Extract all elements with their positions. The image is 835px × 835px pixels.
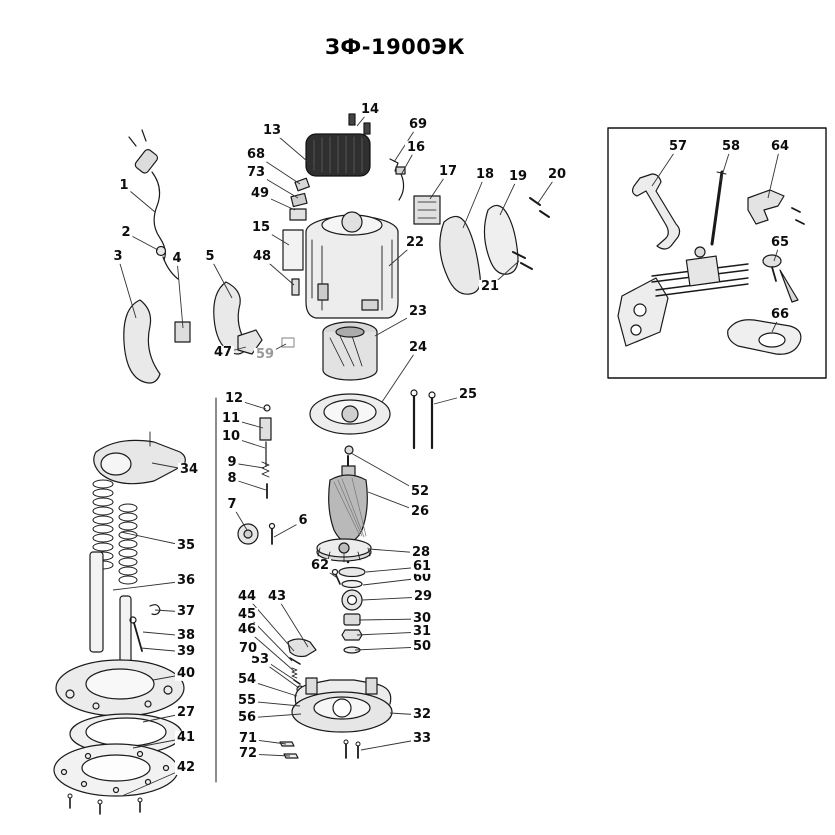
leader-line-53	[259, 659, 300, 689]
leader-line-19	[499, 176, 519, 216]
motor-base-art	[291, 677, 393, 733]
screws-42-art	[67, 793, 143, 815]
spindle-stack-art	[331, 566, 366, 654]
leader-line-4	[176, 258, 184, 329]
leader-line-33	[360, 738, 423, 751]
stator-art	[322, 321, 378, 381]
leader-line-44	[246, 596, 295, 652]
page-title: ЗФ-1900ЭК	[325, 35, 465, 59]
leader-line-38	[142, 631, 187, 637]
leader-line-11	[230, 418, 264, 429]
leader-line-61	[365, 566, 423, 573]
leader-line-59	[264, 343, 287, 356]
wrench-art	[631, 173, 681, 250]
leader-line-28	[368, 548, 422, 554]
leader-line-3	[117, 256, 137, 319]
leader-line-69	[393, 124, 419, 163]
screw-38-art	[129, 616, 143, 652]
window-48-art	[291, 278, 300, 296]
leader-line-8	[231, 478, 267, 491]
leader-line-7	[231, 504, 248, 531]
leader-line-49	[259, 193, 296, 211]
inset-box	[607, 127, 827, 379]
leader-line-62	[319, 565, 337, 578]
washer-52-art	[344, 445, 354, 455]
leader-line-32	[389, 712, 423, 716]
handle-18-art	[439, 215, 481, 295]
leader-line-20	[537, 174, 558, 204]
deflector-art	[93, 431, 186, 485]
screws-25-art	[410, 389, 436, 450]
armature-art	[328, 455, 368, 564]
motor-housing-art	[305, 211, 399, 319]
knob-65-art	[762, 254, 799, 303]
leader-line-54	[246, 679, 298, 697]
leader-line-24	[381, 347, 419, 403]
leader-line-39	[140, 647, 187, 653]
leader-line-60	[362, 577, 423, 586]
leader-line-64	[767, 146, 781, 199]
leader-line-46	[246, 629, 295, 672]
leader-line-9	[231, 462, 265, 469]
leader-line-25	[433, 394, 469, 405]
depth-stop-parts-art	[237, 404, 276, 545]
flag-59-art	[281, 337, 295, 348]
leader-line-2	[125, 232, 159, 251]
switch-art	[413, 195, 441, 225]
plate-66-art	[727, 319, 802, 355]
leader-line-6	[273, 520, 304, 538]
left-handle-art	[123, 299, 161, 384]
leader-line-50	[354, 646, 423, 651]
leader-line-1	[123, 185, 156, 213]
base-plate-art	[53, 743, 179, 797]
plunge-base-art	[55, 659, 185, 717]
leader-line-29	[361, 596, 424, 601]
leader-line-12	[233, 398, 267, 410]
leader-line-31	[356, 631, 423, 636]
bracket-64-art	[747, 189, 785, 225]
leader-line-36	[112, 580, 187, 591]
springs-art	[92, 479, 138, 585]
edge-guide-art	[617, 246, 749, 347]
column2-art	[119, 595, 132, 669]
leader-line-70	[247, 648, 297, 682]
rod-art	[710, 170, 724, 246]
leader-line-30	[358, 618, 423, 621]
brush-parts-art	[289, 177, 310, 221]
screws-33-art	[343, 739, 361, 759]
bearing-plate-art	[309, 393, 391, 435]
column-art	[89, 551, 104, 653]
panel-15-art	[282, 229, 304, 271]
screws-21-art	[512, 251, 533, 270]
wire-16-art	[395, 166, 406, 201]
leader-line-73	[255, 172, 299, 199]
leader-line-45	[246, 614, 293, 662]
leader-line-16	[400, 147, 417, 176]
leader-line-26	[367, 491, 421, 513]
leader-line-18	[462, 174, 486, 229]
leader-line-52	[350, 452, 421, 493]
motor-cap-art	[305, 113, 371, 177]
clip-37-art	[149, 604, 161, 616]
leader-line-43	[276, 596, 309, 648]
power-cord-art	[128, 129, 179, 280]
leader-line-68	[255, 154, 301, 185]
leader-line-55	[246, 700, 301, 707]
screws-20-art	[529, 197, 550, 218]
handle-19-art	[483, 204, 519, 275]
leader-line-17	[429, 171, 449, 200]
fan-art	[316, 538, 372, 563]
